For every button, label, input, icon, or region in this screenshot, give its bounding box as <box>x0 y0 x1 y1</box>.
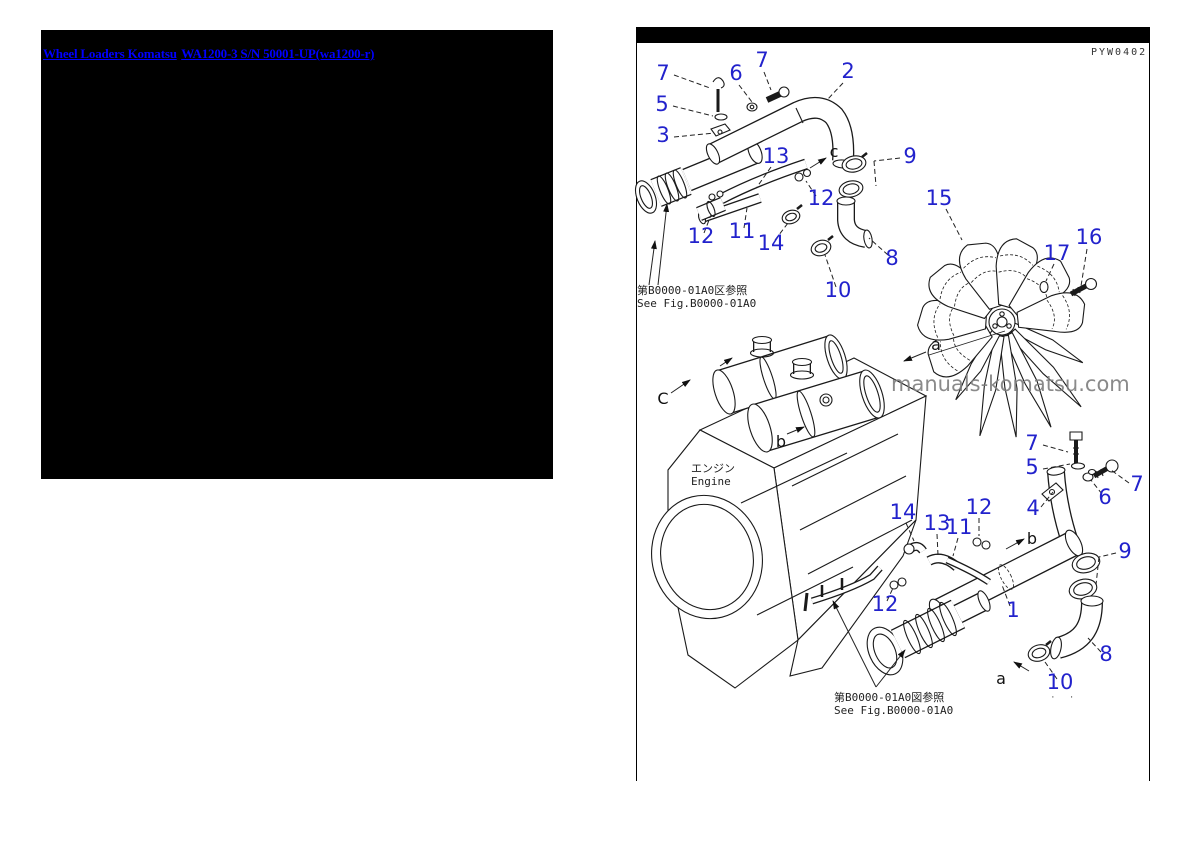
engine-label-jp: エンジン <box>691 462 735 475</box>
reference-note-bottom-jp: 第B0000-01A0図参照 <box>834 691 945 704</box>
breadcrumb-link-model[interactable]: WA1200-3 S/N 50001-UP(wa1200-r) <box>181 46 375 61</box>
figure-code: PYW0402 <box>1091 47 1148 58</box>
breadcrumb: Wheel Loaders Komatsu WA1200-3 S/N 50001… <box>43 45 547 63</box>
reference-note-top-en: See Fig.B0000-01A0 <box>637 297 757 310</box>
ellipsis-marks: · · <box>1051 691 1080 703</box>
header-panel: Wheel Loaders Komatsu WA1200-3 S/N 50001… <box>41 30 553 479</box>
reference-note-bottom-en: See Fig.B0000-01A0 <box>834 704 954 717</box>
reference-note-top-jp: 第B0000-01A0区参照 <box>637 284 748 297</box>
diagram-top-bar <box>637 27 1149 43</box>
breadcrumb-link-category[interactable]: Wheel Loaders Komatsu <box>43 46 177 61</box>
engine-label-en: Engine <box>691 475 731 488</box>
diagram-frame <box>636 27 1150 781</box>
watermark: manuals-komatsu.com <box>891 372 1130 396</box>
